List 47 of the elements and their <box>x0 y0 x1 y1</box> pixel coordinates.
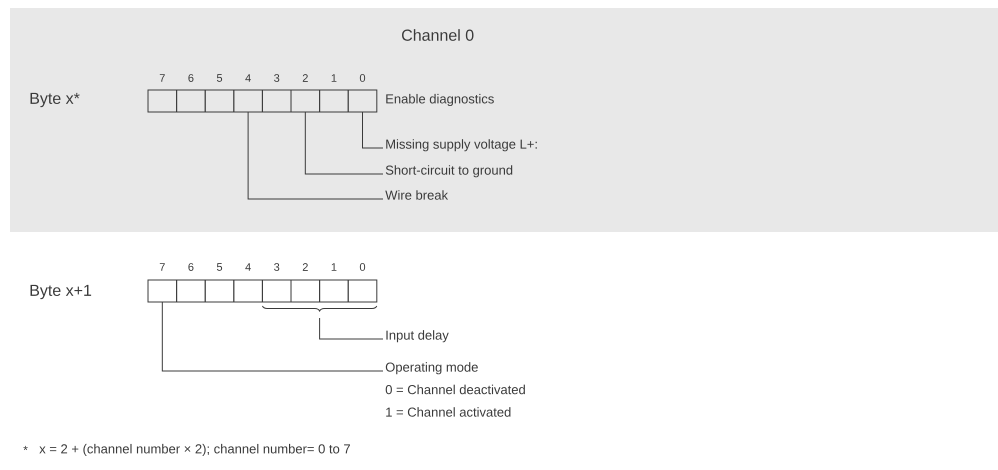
bit-cell <box>148 90 178 112</box>
description-text: Input delay <box>386 330 449 342</box>
leader-line <box>362 112 384 148</box>
description-text: Short-circuit to ground <box>386 165 512 178</box>
leader-line <box>304 112 384 174</box>
bit-number: 5 <box>216 263 222 271</box>
bit-number: 7 <box>160 263 165 271</box>
bit-cell <box>233 280 263 302</box>
bit-number: 5 <box>216 74 222 82</box>
bit-cell <box>348 90 378 112</box>
bit-cell <box>348 280 378 302</box>
bit-number: 2 <box>302 74 308 82</box>
bit-cell <box>319 280 349 302</box>
bit-cell <box>176 280 206 302</box>
bit-cell <box>176 90 206 112</box>
description-text: Operating mode 0 = Channel deactivated 1 = Channel activated <box>386 362 525 417</box>
bit-number: 6 <box>188 263 194 271</box>
bit-number: 0 <box>360 263 366 271</box>
byte-label: Byte x* <box>30 92 80 108</box>
description-text: Wire break <box>385 190 448 200</box>
bit-number: 2 <box>302 263 308 271</box>
footnote-mark: * <box>23 446 28 450</box>
bit-number: 3 <box>274 263 280 271</box>
bit-cell <box>262 280 292 302</box>
bit-number: 4 <box>245 263 251 271</box>
bit-number: 1 <box>332 263 336 271</box>
bit-cell <box>262 90 292 112</box>
bit-cell <box>233 90 263 112</box>
bit-number: 4 <box>245 74 251 82</box>
bit-number: 6 <box>188 74 194 82</box>
leader-line <box>248 112 384 200</box>
description-text: Missing supply voltage L+: <box>386 139 537 152</box>
bit-cell <box>290 280 320 302</box>
footnote-text: x = 2 + (channel number × 2); channel number= 0 to 7 <box>39 444 350 456</box>
bit-number: 0 <box>360 74 366 82</box>
leader-line <box>319 318 384 340</box>
bit-cell <box>290 90 320 112</box>
bit-cell <box>204 280 234 302</box>
bit-cell <box>319 90 349 112</box>
description-text: Enable diagnostics <box>386 94 494 106</box>
leader-line <box>162 302 384 372</box>
bit-number: 7 <box>160 74 165 82</box>
bit-number: 1 <box>332 74 336 82</box>
bit-cell <box>148 280 178 302</box>
bit-number: 3 <box>274 74 280 82</box>
bit-cell <box>204 90 234 112</box>
byte-label: Byte x+1 <box>30 284 92 300</box>
